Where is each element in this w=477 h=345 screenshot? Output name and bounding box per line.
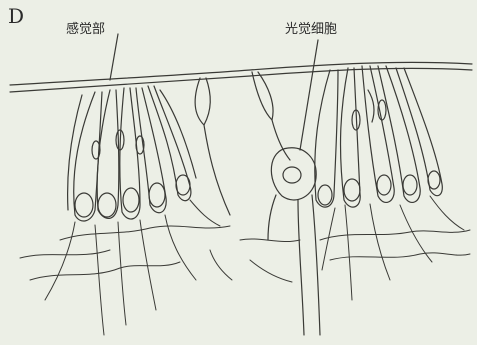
spindle-cell-2 (252, 72, 273, 120)
left-cell-cluster (68, 86, 196, 221)
nerve-fibers (20, 196, 470, 335)
label-photoreceptor-cell: 光觉细胞 (285, 18, 337, 37)
right-cell-cluster (315, 66, 443, 207)
surface-line-outer (10, 62, 472, 85)
leader-photo (300, 40, 318, 150)
panel-letter: D (8, 4, 24, 28)
leader-sensory (110, 34, 118, 80)
spindle-cell-1 (195, 78, 210, 125)
label-sensory-cells: 感觉部 (66, 18, 105, 37)
